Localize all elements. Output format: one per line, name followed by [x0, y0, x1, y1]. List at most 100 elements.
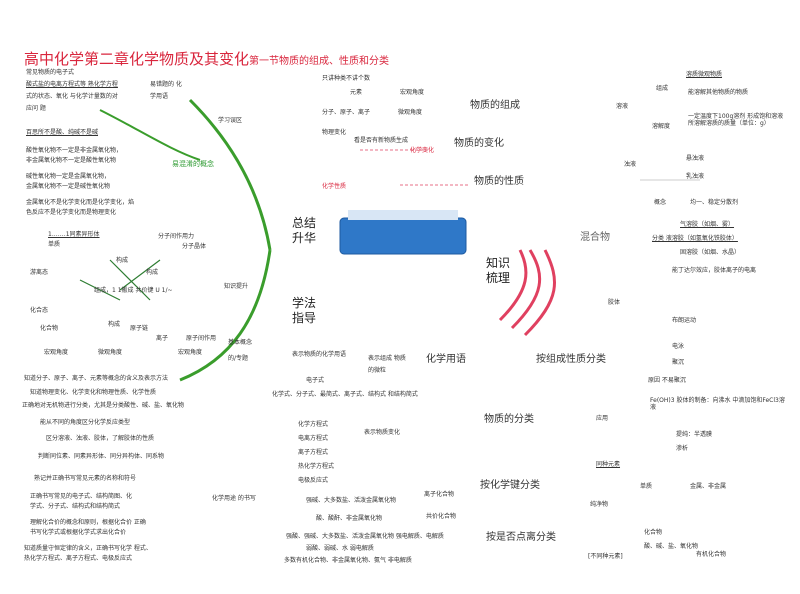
note: 只讲种类不讲个数: [322, 75, 371, 82]
note: 有机化合物: [696, 551, 727, 558]
note: 胶体: [608, 299, 621, 306]
note: 溶液: [616, 103, 629, 110]
note: 能丁达尔效应，胶体离子的电离: [672, 267, 757, 274]
note: 表示组成 物质: [368, 355, 406, 362]
note: 分类 液溶胶（如氢氧化铁胶体）: [652, 235, 738, 242]
note: 按化学键分类: [480, 480, 540, 491]
note: 物理变化: [322, 129, 347, 136]
note: 按是否点离分类: [486, 532, 556, 543]
note: 的/专题: [228, 355, 249, 362]
note: 概念: [654, 199, 667, 206]
note: 强酸、强碱、大多数盐、活泼金属氧化物 强电解质、电解质: [286, 533, 444, 540]
note: 易错题的 化: [150, 81, 182, 88]
note: 色反应不是化学变化而是物理变化: [26, 209, 117, 216]
note: 构成: [146, 269, 159, 276]
note: 悬浊液: [686, 155, 705, 162]
note: 电离方程式: [298, 435, 329, 442]
note: 能从不同的角度区分化学反应类型: [40, 419, 131, 426]
note: 构成: [108, 321, 121, 328]
note: 电泳: [672, 343, 685, 350]
note: 判断同位素、同素异形体、同分异构体、同系物: [38, 453, 165, 460]
note: Fe(OH)3 胶体的制备：向沸水 中滴加饱和FeCl3溶液: [650, 397, 785, 411]
note: 组成，1 1搬成 共价键 U 1/~: [94, 287, 173, 294]
note: 原因 不易聚沉: [648, 377, 686, 384]
note: 布朗运动: [672, 317, 697, 324]
note: 理解化合价的概念和原则，根据化合价 正确: [30, 519, 146, 526]
title-sub: 第一节物质的组成、性质和分类: [249, 56, 390, 67]
note: 知识提升: [224, 283, 249, 290]
note: 金属、非金属: [690, 483, 727, 490]
note: 聚沉: [672, 359, 685, 366]
note: 能溶解其他物质的物质: [688, 89, 749, 96]
note: 浊液: [624, 161, 637, 168]
note: 热化学方程式: [298, 463, 335, 470]
method-heading: 学法指导: [292, 296, 317, 325]
note: 碱性氧化物一定是金属氧化物，: [26, 173, 111, 180]
note: 分子晶体: [182, 243, 207, 250]
note: 常见物质的电子式: [26, 69, 75, 76]
binder-top: [348, 210, 458, 220]
note: 溶质微观物质: [686, 71, 723, 78]
note: 物质的变化: [454, 138, 504, 149]
note: 共价化合物: [426, 513, 457, 520]
note: 表示物质的化学用语: [292, 351, 347, 358]
note: 酸性氧化物不一定是非金属氧化物，: [26, 147, 123, 154]
note: 化学用途 的书写: [212, 495, 256, 502]
note: 酸、碱、盐、氧化物: [644, 543, 699, 550]
right-branch-lines: [498, 249, 556, 337]
binder-graphic: [339, 217, 467, 255]
note: 酸、酸酐、非金属氧化物: [316, 515, 383, 522]
note: 原子间作用: [186, 335, 217, 342]
note: 按组成性质分类: [536, 354, 606, 365]
note: 物质的组成: [470, 100, 520, 111]
note: 正确书写常见的电子式、结构简图、化: [30, 493, 133, 500]
note: 气溶胶（如烟、雾）: [680, 221, 735, 228]
note: 宏观角度: [400, 89, 425, 96]
note: 学式、分子式、结构式和结构简式: [30, 503, 121, 510]
note: 溶解度: [652, 123, 671, 130]
summary-heading: 总结升华: [292, 216, 317, 245]
note: 酸式盐的电离方程式等 熟化学方程: [26, 81, 118, 88]
note: 熟记并正确书写常见元素的名称和符号: [34, 475, 137, 482]
note: 固溶胶（如烟、水晶）: [680, 249, 741, 256]
note: 知道分子、原子、离子、元素等概念的含义及表示方法: [24, 375, 169, 382]
note: 1.……1同素异形体: [48, 231, 100, 238]
note: [不同种元素]: [588, 553, 623, 560]
note: 分子、原子、离子: [322, 109, 371, 116]
note: 纯净物: [590, 501, 609, 508]
mixture-label: 混合物: [580, 232, 610, 243]
note: 构成: [116, 257, 129, 264]
note: 同种元素: [596, 461, 621, 468]
note: 应问 题: [26, 105, 46, 112]
note: 金属氧化不是化学变化而是化学变化，焰: [26, 199, 135, 206]
note: 离子: [156, 335, 169, 342]
note: 弱酸、弱碱、水 弱电解质: [306, 545, 374, 552]
note: 区分溶液、浊液、胶体，了解胶体的性质: [46, 435, 155, 442]
knowledge-heading: 知识梳理: [486, 256, 511, 285]
note: 微观角度: [398, 109, 423, 116]
note: 学习误区: [218, 117, 243, 124]
note: 一定温度下100g溶剂 形成饱和溶液所溶解溶质的质量（单位：g）: [688, 113, 784, 127]
branch-line: [188, 98, 272, 251]
note: 组成: [656, 85, 669, 92]
note: 微观角度: [98, 349, 123, 356]
note: 知道物理变化、化学变化和物理性质、化学性质: [30, 389, 157, 396]
note: 式的状态、氧化 与化学计量数的对: [26, 93, 118, 100]
note: 基本概念: [228, 339, 253, 346]
note: 的微粒: [368, 367, 387, 374]
note: 渗析: [676, 445, 689, 452]
note: 非金属氧化物不一定是酸性氧化物: [26, 157, 117, 164]
branch-line: [99, 109, 201, 161]
note: 表示物质变化: [364, 429, 401, 436]
note: 看是否有新物质生成: [354, 137, 409, 144]
note: 单质: [640, 483, 653, 490]
note: 提纯：半透膜: [676, 431, 713, 438]
note: 书写化学式或根据化学式求出化合价: [30, 529, 127, 536]
note: 宏观角度: [178, 349, 203, 356]
branch-line: [179, 249, 272, 382]
note: 化学性质: [322, 183, 347, 190]
note: 化合态: [30, 307, 49, 314]
note: 应用: [596, 415, 609, 422]
